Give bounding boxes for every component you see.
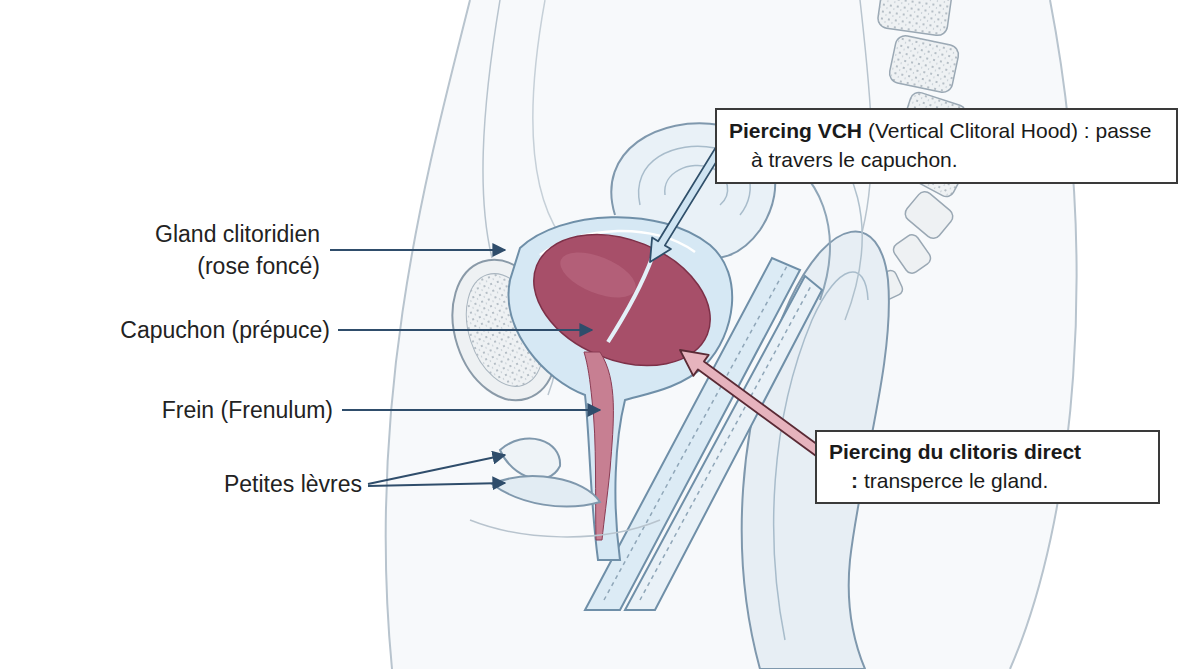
callout-box: Piercing VCH(Vertical Clitoral Hood) : p… (715, 108, 1178, 184)
part-label: Gland clitoridien (rose foncé) (105, 218, 320, 282)
callout-heading: Piercing VCH (729, 119, 862, 142)
part-label: Petites lèvres (224, 468, 362, 500)
vertebra (877, 0, 954, 37)
glans-callout-arrow (680, 350, 833, 464)
part-label: Frein (Frenulum) (162, 394, 333, 426)
callout-box: Piercing du clitoris direct :transperce … (815, 430, 1160, 504)
perineum-contour (470, 520, 660, 537)
vertebra (902, 188, 956, 241)
labium-minus (492, 476, 600, 506)
leader-line (368, 455, 505, 484)
abdominal-wall (533, 0, 560, 235)
body-contour (1010, 0, 1076, 669)
vertebra-texture (877, 0, 954, 37)
callout-text: transperce le gland. (864, 469, 1048, 492)
part-label: Capuchon (prépuce) (120, 314, 330, 346)
leader-line (330, 249, 505, 251)
labium-minus (500, 439, 560, 479)
vertebra-texture (888, 34, 961, 94)
frenulum (584, 352, 613, 540)
glans-shading (554, 243, 642, 306)
vertebra (891, 232, 933, 276)
abdominal-wall (483, 0, 500, 258)
leader-line (342, 409, 600, 411)
leader-line (338, 329, 592, 331)
vertebra (888, 34, 961, 94)
body-area (386, 0, 1077, 669)
vch-piercing-path (608, 258, 652, 342)
leader-line (368, 483, 505, 486)
